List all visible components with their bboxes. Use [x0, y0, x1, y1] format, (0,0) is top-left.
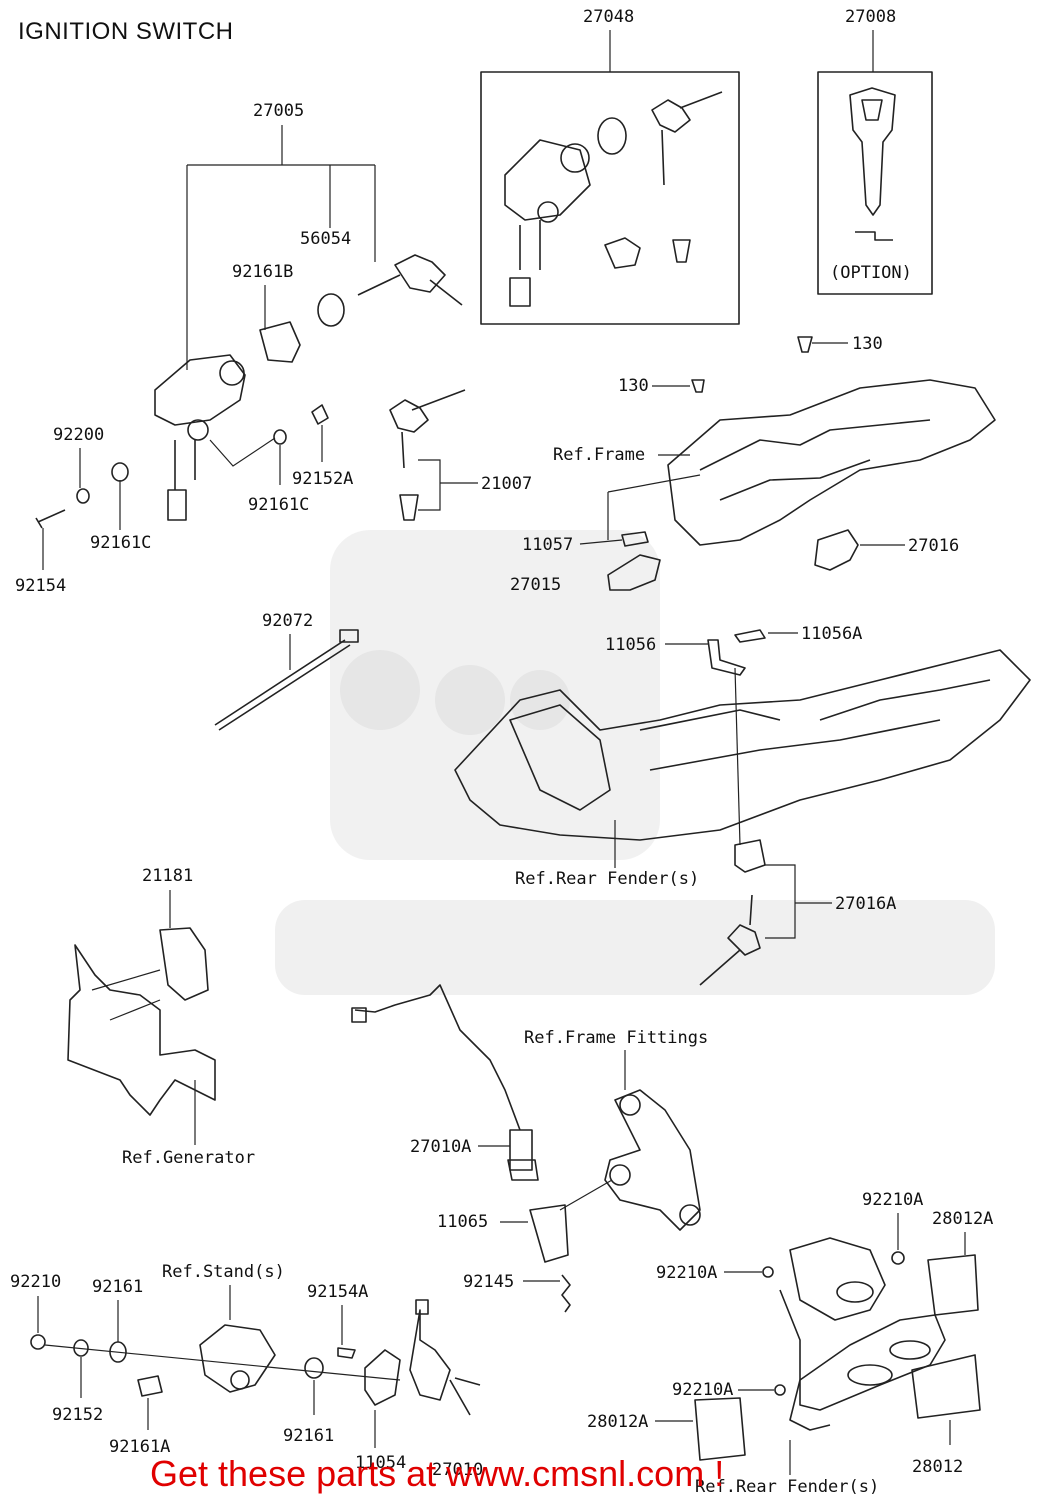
- label-92154: 92154: [15, 576, 66, 596]
- ignition-switch-27005[interactable]: 27005 56054 92161B: [154, 101, 463, 521]
- label-27016: 27016: [908, 536, 959, 556]
- label-ref-stands: Ref.Stand(s): [162, 1262, 285, 1282]
- page-title: IGNITION SWITCH: [18, 18, 234, 45]
- label-28012A-b: 28012A: [587, 1412, 648, 1432]
- label-27005: 27005: [253, 101, 304, 121]
- label-92161-b: 92161: [283, 1426, 334, 1446]
- label-ref-generator: Ref.Generator: [122, 1148, 255, 1168]
- label-ref-frame: Ref.Frame: [553, 445, 645, 465]
- license-lamp-group[interactable]: 92210A 28012A 92210A 92210A 28012A 28012…: [587, 1190, 993, 1497]
- small-fasteners-left[interactable]: 92200 92161C 92154 92161C 92152A: [15, 404, 353, 596]
- label-92210A-a: 92210A: [862, 1190, 923, 1210]
- label-92154A: 92154A: [307, 1282, 368, 1302]
- key-set-21007[interactable]: 21007: [389, 389, 532, 521]
- label-92161B: 92161B: [232, 262, 293, 282]
- label-130-a: 130: [618, 376, 649, 396]
- label-56054: 56054: [300, 229, 351, 249]
- label-92210: 92210: [10, 1272, 61, 1292]
- frame-fittings[interactable]: Ref.Frame Fittings: [524, 1028, 708, 1231]
- label-92072: 92072: [262, 611, 313, 631]
- kit-27048[interactable]: 27048: [480, 7, 740, 325]
- frame-upper-assembly[interactable]: 130 130 Ref.Frame 11057 27015 27016: [510, 334, 996, 595]
- label-ref-rear-fender-1: Ref.Rear Fender(s): [515, 869, 699, 889]
- label-92145: 92145: [463, 1272, 514, 1292]
- label-21007: 21007: [481, 474, 532, 494]
- label-28012: 28012: [912, 1457, 963, 1477]
- sensor-27010A[interactable]: 27010A 11065 92145: [351, 984, 613, 1313]
- label-27010A: 27010A: [410, 1137, 471, 1157]
- label-92210A-c: 92210A: [672, 1380, 733, 1400]
- watermark-logo: [275, 530, 995, 995]
- label-27048: 27048: [583, 7, 634, 27]
- label-92161C-a: 92161C: [90, 533, 151, 553]
- rear-fender-assembly[interactable]: 11056 11056A 27016A Ref.Rear Fender(s): [454, 624, 1031, 986]
- label-11056A: 11056A: [801, 624, 862, 644]
- promo-link[interactable]: Get these parts at www.cmsnl.com !: [150, 1453, 725, 1494]
- label-92161-a: 92161: [92, 1277, 143, 1297]
- label-92161C-b: 92161C: [248, 495, 309, 515]
- label-92210A-b: 92210A: [656, 1263, 717, 1283]
- stand-switch-group[interactable]: 92210 92161 92152 92161A Ref.Stand(s) 92…: [10, 1262, 483, 1480]
- label-130-b: 130: [852, 334, 883, 354]
- label-27008: 27008: [845, 7, 896, 27]
- label-28012A-a: 28012A: [932, 1209, 993, 1229]
- label-92152A: 92152A: [292, 469, 353, 489]
- cable-tie-92072[interactable]: 92072: [214, 611, 359, 731]
- bracket-21181[interactable]: 21181 Ref.Generator: [67, 866, 255, 1168]
- label-11057: 11057: [522, 535, 573, 555]
- label-11056: 11056: [605, 635, 656, 655]
- label-27015: 27015: [510, 575, 561, 595]
- label-92200: 92200: [53, 425, 104, 445]
- label-21181: 21181: [142, 866, 193, 886]
- label-11054: 11054: [355, 1453, 406, 1473]
- label-ref-frame-fittings: Ref.Frame Fittings: [524, 1028, 708, 1048]
- label-92152: 92152: [52, 1405, 103, 1425]
- key-blank-27008[interactable]: 27008 (OPTION): [817, 7, 933, 295]
- label-option: (OPTION): [830, 263, 912, 283]
- label-27016A: 27016A: [835, 894, 896, 914]
- label-27010: 27010: [432, 1460, 483, 1480]
- label-11065: 11065: [437, 1212, 488, 1232]
- label-ref-rear-fender-2: Ref.Rear Fender(s): [695, 1477, 879, 1497]
- label-92161A: 92161A: [109, 1437, 170, 1457]
